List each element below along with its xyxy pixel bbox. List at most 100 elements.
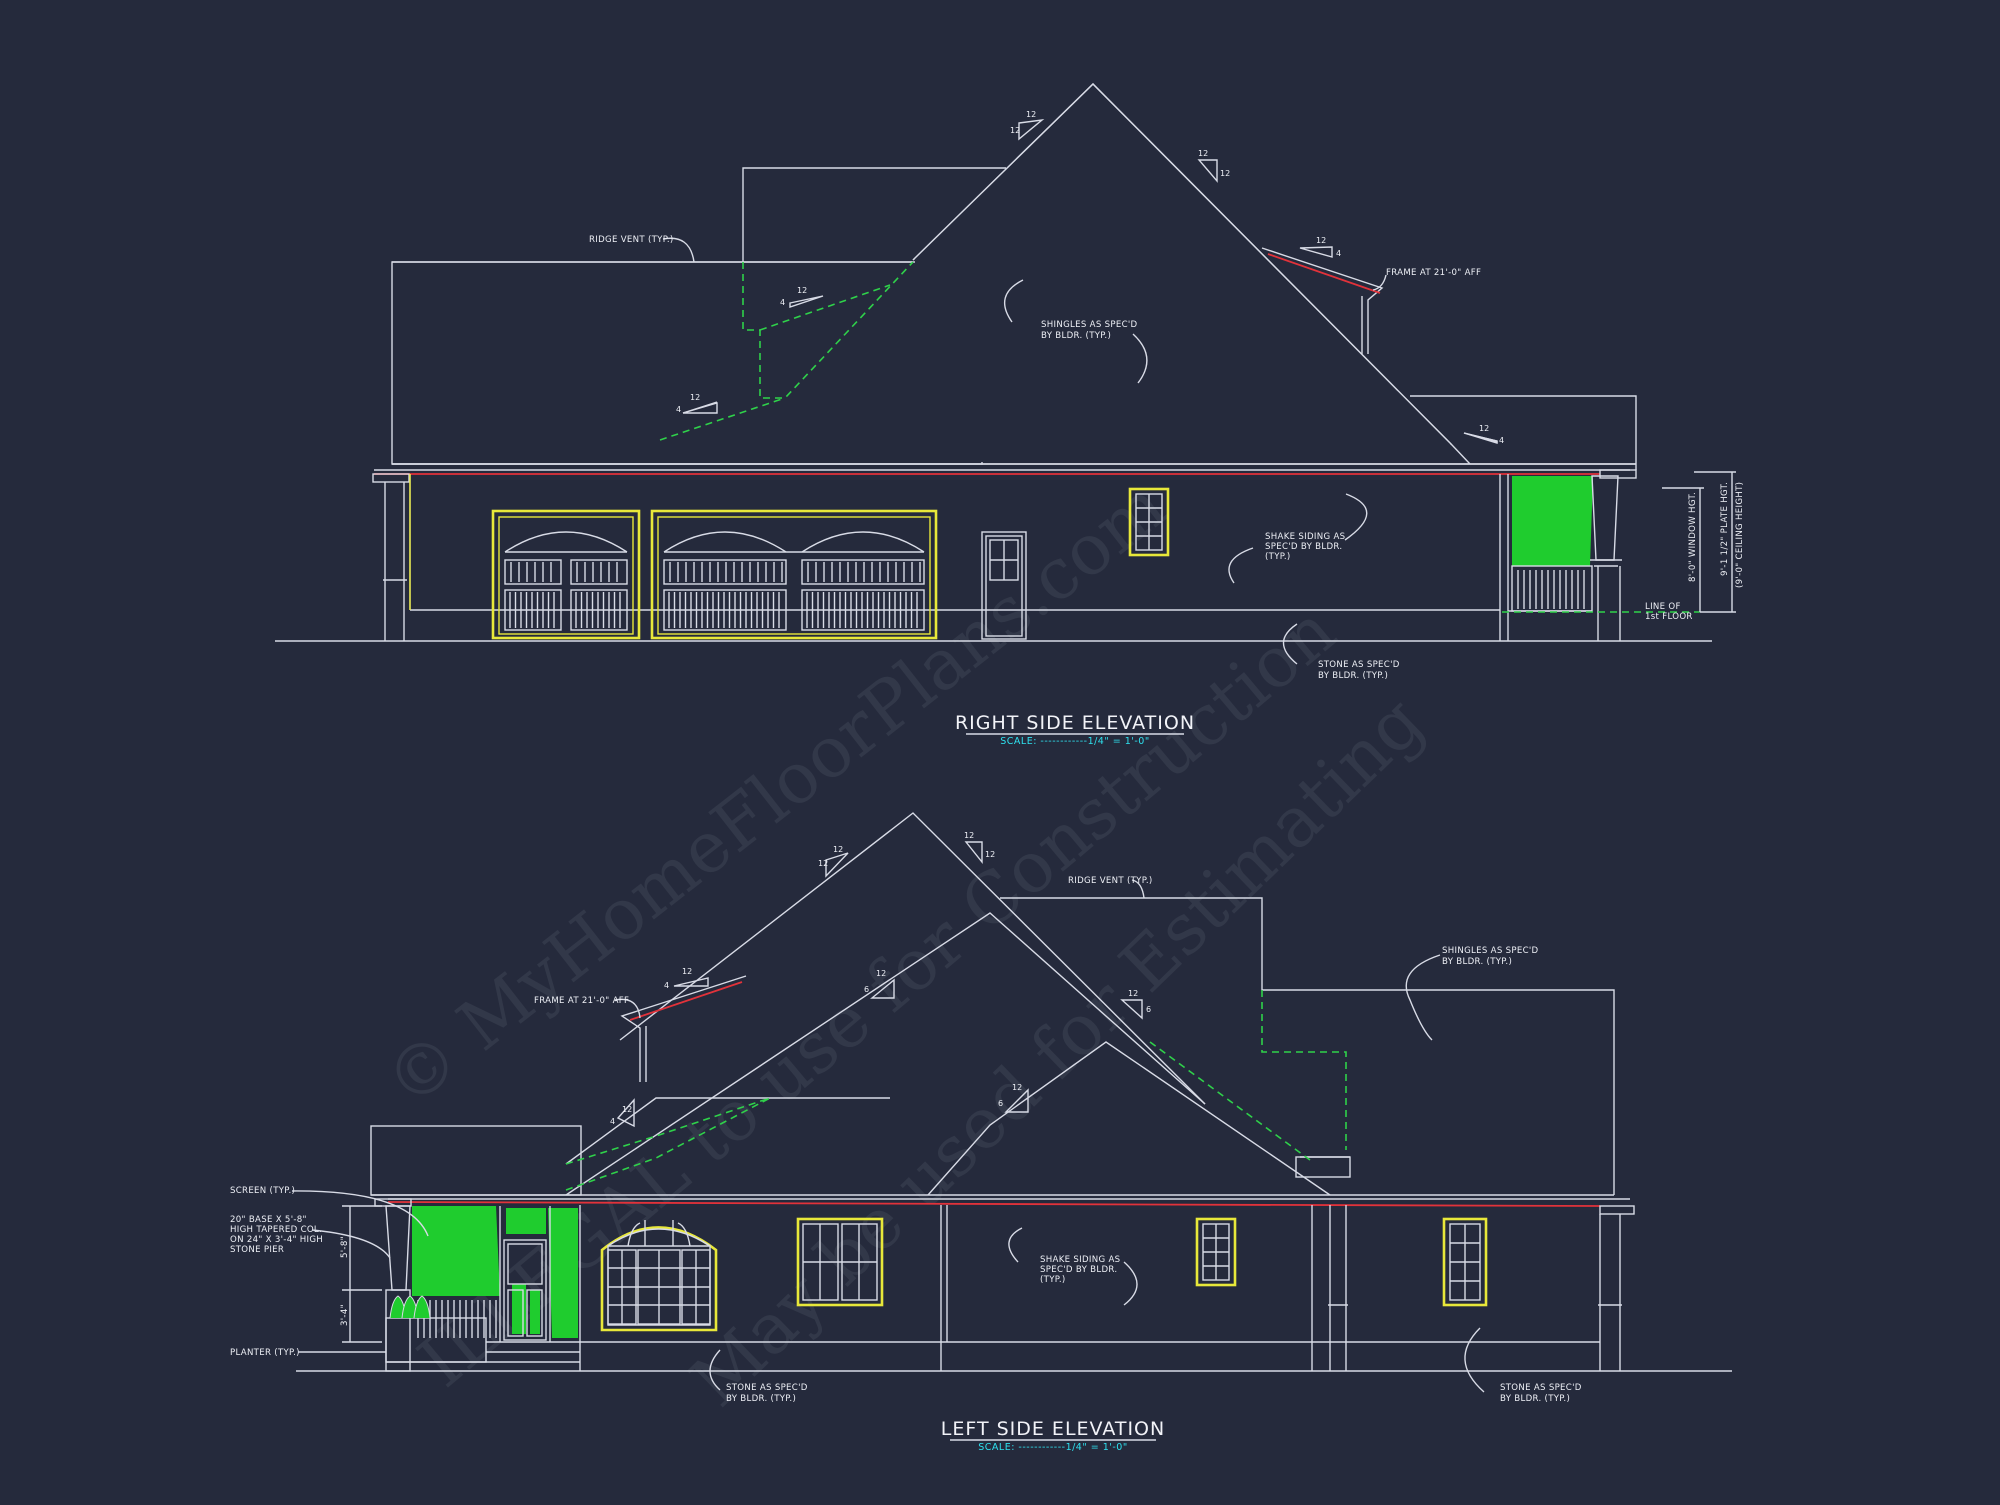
hidden-roof-line-2 [565, 1097, 771, 1191]
frame-bumpout [1261, 247, 1384, 354]
column-leader [311, 1229, 391, 1259]
dim-lower-label: 3'-4" [340, 1304, 350, 1326]
hidden-gable-line [1149, 1041, 1311, 1161]
column-dimensions: 5'-8" 3'-4" [340, 1205, 382, 1343]
slope-marker: 12 6 [864, 969, 895, 999]
eave-fascia [387, 1201, 1601, 1207]
ridge-vent-leader [662, 237, 695, 263]
shingles-label-1: SHINGLES AS SPEC'D [1041, 320, 1138, 330]
svg-text:12: 12 [797, 286, 807, 295]
small-window [1195, 1217, 1237, 1287]
shake-label-1: SHAKE SIDING AS [1040, 1255, 1120, 1265]
stone-left-leader [709, 1349, 721, 1391]
svg-text:12: 12 [1128, 989, 1138, 998]
planter-label: PLANTER (TYP.) [230, 1348, 300, 1358]
screen-fill-left [412, 1206, 500, 1296]
slope-marker: 12 12 [818, 845, 849, 878]
screen-leader [291, 1190, 429, 1237]
svg-text:12: 12 [818, 859, 828, 868]
stone-right-label-2: BY BLDR. (TYP.) [1500, 1394, 1570, 1404]
slope-marker: 12 12 [964, 831, 995, 864]
left-roof-block [391, 261, 983, 465]
hidden-right-line [1261, 990, 1347, 1150]
shingles-leader-top [1003, 279, 1024, 323]
frame-label: FRAME AT 21'-0" AFF [1386, 268, 1481, 278]
ridge-vent-label: RIDGE VENT (TYP.) [589, 235, 674, 245]
shingles-label-1: SHINGLES AS SPEC'D [1442, 946, 1539, 956]
frame-bumpout-fascia [1267, 253, 1381, 294]
frame-bumpout-fascia [629, 981, 743, 1021]
garage-door-single [491, 509, 641, 640]
main-roof-gable [619, 812, 1206, 1105]
column-label-4: STONE PIER [230, 1245, 284, 1255]
gable-vent [1295, 1156, 1351, 1178]
shake-label-2: SPEC'D BY BLDR. [1040, 1265, 1117, 1275]
slope-marker: 12 12 [1197, 149, 1230, 183]
floor-line-label-1: LINE OF [1645, 602, 1681, 612]
svg-text:6: 6 [998, 1099, 1003, 1108]
slope-marker: 12 12 [1010, 110, 1045, 141]
shrub-icon [413, 1295, 431, 1319]
arched-window [600, 1220, 718, 1332]
screen-fill-right [548, 1208, 578, 1338]
tall-window [1442, 1217, 1488, 1307]
svg-text:12: 12 [876, 969, 886, 978]
svg-text:12: 12 [1026, 110, 1036, 119]
gable-right-slope-lower [1451, 444, 1471, 465]
tapered-column [385, 1205, 411, 1291]
column-label-2: HIGH TAPERED COL. [230, 1225, 322, 1235]
porch-gable [565, 1097, 890, 1165]
slope-marker: 12 4 [676, 393, 718, 414]
svg-text:12: 12 [833, 845, 843, 854]
shake-leader-bottom [1228, 547, 1254, 584]
porch-rails [1517, 570, 1585, 609]
svg-text:12: 12 [1012, 1083, 1022, 1092]
eave-trim-left [372, 473, 410, 483]
hidden-roof-line-1 [565, 1097, 771, 1165]
left-elevation-title: LEFT SIDE ELEVATION [941, 1418, 1165, 1440]
shingles-leader [1405, 954, 1441, 1041]
ridge-vent-leader [1131, 879, 1145, 899]
stone-leader [1282, 623, 1298, 665]
frame-leader [1372, 274, 1387, 291]
right-hip-block [1410, 395, 1637, 470]
door-glass-top [512, 1284, 526, 1334]
window-height-label: 8'-0" WINDOW HGT. [1688, 492, 1698, 582]
porch-rails [417, 1300, 497, 1338]
shake-leader-bottom [1123, 1261, 1138, 1306]
stone-right-leader [1464, 1327, 1485, 1393]
svg-text:4: 4 [610, 1117, 615, 1126]
shingles-label-2: BY BLDR. (TYP.) [1041, 331, 1111, 341]
slope-marker: 12 4 [610, 1098, 635, 1128]
svg-text:12: 12 [1479, 424, 1489, 433]
slope-marker: 12 6 [1120, 989, 1151, 1020]
watermark: © MyHomeFloorPlans.com ILLEGAL to use fo… [370, 464, 1439, 1422]
hidden-dormer-line [742, 261, 914, 399]
ceiling-height-label: (9'-0" CEILING HEIGHT) [1735, 482, 1745, 588]
left-porch-roof [370, 1125, 582, 1196]
frame-bumpout [620, 975, 747, 1082]
slope-marker: 12 4 [780, 286, 824, 308]
stone-label-2: BY BLDR. (TYP.) [1318, 671, 1388, 681]
shake-label-2: SPEC'D BY BLDR. [1265, 542, 1342, 552]
screened-porch [385, 1205, 580, 1372]
eave-trim-right [1599, 1205, 1635, 1215]
plate-height-label: 9'-1 1/2" PLATE HGT. [1720, 482, 1730, 576]
hidden-upper-line [759, 284, 891, 331]
door-glass-bottom [530, 1290, 540, 1334]
floor-line-label-2: 1st FLOOR [1645, 612, 1693, 622]
frame-label: FRAME AT 21'-0" AFF [534, 996, 629, 1006]
dim-upper-label: 5'-8" [340, 1236, 350, 1258]
screen-label: SCREEN (TYP.) [230, 1186, 295, 1196]
frame-leader [614, 998, 641, 1019]
stone-right-label-1: STONE AS SPEC'D [1500, 1383, 1582, 1393]
svg-text:12: 12 [964, 831, 974, 840]
svg-text:4: 4 [676, 405, 681, 414]
svg-text:4: 4 [1336, 249, 1341, 258]
height-dimensions: 8'-0" WINDOW HGT. 9'-1 1/2" PLATE HGT. (… [1662, 471, 1745, 613]
garage-door-slats [509, 562, 921, 628]
stone-label-1: STONE AS SPEC'D [1318, 660, 1400, 670]
svg-text:6: 6 [1146, 1005, 1151, 1014]
shake-label-3: (TYP.) [1265, 552, 1291, 562]
